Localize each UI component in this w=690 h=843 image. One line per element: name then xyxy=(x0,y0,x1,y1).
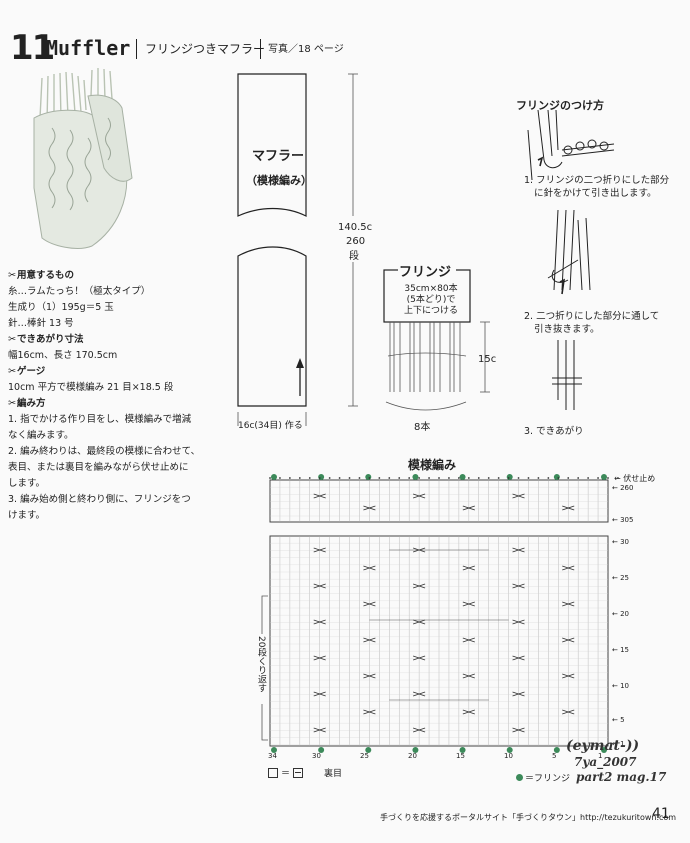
fringe-step-2: 2. 二つ折りにした部分に通して 引き抜きます。 xyxy=(524,311,660,335)
width-label: 16c(34目) 作る xyxy=(238,421,303,431)
text-line: 針…棒針 13 号 xyxy=(8,318,74,329)
footer-text: 手づくりを応援するポータルサイト「手づくりタウン」http://tezukuri… xyxy=(380,813,677,822)
text-line: 1. 指でかける作り目をし、模様編みで増減 xyxy=(8,414,192,425)
muffler-photo xyxy=(33,68,133,249)
page-header: 11 Muffler フリンジつきマフラー 写真／18 ページ xyxy=(0,28,690,68)
col-label: 10 xyxy=(504,752,513,760)
text-line: 10cm 平方で模様編み 21 目×18.5 段 xyxy=(8,382,174,393)
col-label: 25 xyxy=(360,752,369,760)
fringe-step-3: 3. できあがり xyxy=(524,426,584,437)
text-line: けます。 xyxy=(8,510,46,521)
repeat-bracket xyxy=(261,595,268,741)
muffler-label: マフラー xyxy=(252,149,305,164)
chart-legend: ＝ 裏目 xyxy=(268,766,342,779)
col-label: 30 xyxy=(312,752,321,760)
section-heading: できあがり寸法 xyxy=(8,332,236,348)
cable-marks xyxy=(313,493,575,733)
row-label: ← 305 xyxy=(612,516,634,524)
text-line: 2. 編み終わりは、最終段の模様に合わせて、 xyxy=(8,446,201,457)
watermark-line: part2 mag.17 xyxy=(576,770,667,784)
row-label: ← 15 xyxy=(612,646,630,654)
fringe-note: 35cm×80本 (5本どり)で 上下につける xyxy=(403,284,458,316)
row-label: ← 5 xyxy=(612,716,625,724)
repeat-label: 20段くり返す xyxy=(256,636,266,693)
rows-label: 260 xyxy=(346,236,366,247)
row-label: ← 10 xyxy=(612,682,630,690)
col-label: 20 xyxy=(408,752,417,760)
project-title: Muffler xyxy=(46,36,131,60)
text-line: 生成り（1）195g＝5 玉 xyxy=(8,302,114,313)
section-heading: 用意するもの xyxy=(8,268,236,284)
purl-symbol xyxy=(293,767,304,778)
fringe-steps-title: フリンジのつけ方 xyxy=(516,99,604,112)
muffler-schematic xyxy=(237,73,358,426)
fringe-schematic xyxy=(383,260,490,411)
photo-reference: 写真／18 ページ xyxy=(268,44,344,55)
pattern-chart xyxy=(269,474,619,753)
project-subtitle: フリンジつきマフラー xyxy=(145,42,266,56)
length-label: 140.5c xyxy=(338,222,373,233)
text-line: 糸…ラムたっち！（極太タイプ） xyxy=(8,286,151,297)
section-heading: ゲージ xyxy=(8,364,236,380)
text-line: 表目、または裏目を編みながら伏せ止めに xyxy=(8,462,189,473)
divider xyxy=(260,39,261,59)
chart-grid xyxy=(269,479,609,747)
watermark-line: (eymat-)) xyxy=(566,738,640,754)
knit-symbol xyxy=(268,767,278,778)
divider xyxy=(136,39,137,59)
text-line: なく編みます。 xyxy=(8,430,74,441)
col-label: 15 xyxy=(456,752,465,760)
materials-section: 用意するもの 糸…ラムたっち！（極太タイプ） 生成り（1）195g＝5 玉 針…… xyxy=(8,268,236,524)
fringe-legend: ＝フリンジ xyxy=(516,771,570,784)
rows-unit: 段 xyxy=(349,251,359,262)
section-heading: 編み方 xyxy=(8,396,236,412)
col-label: 5 xyxy=(552,752,557,760)
row-label: ← 30 xyxy=(612,538,630,546)
row-label: ← 25 xyxy=(612,574,630,582)
fringe-dots xyxy=(269,474,619,753)
text-line: 幅16cm、長さ 170.5cm xyxy=(8,350,118,361)
chart-title: 模様編み xyxy=(408,458,457,472)
fringe-steps-illustration xyxy=(527,110,615,410)
project-number: 11 xyxy=(10,28,55,68)
col-label: 1 xyxy=(598,752,603,760)
row-label: ← 260 xyxy=(612,484,634,492)
fringe-length: 15c xyxy=(478,354,497,365)
text-line: 3. 編み始め側と終わり側に、フリンジをつ xyxy=(8,494,191,505)
watermark-line: 7ya_2007 xyxy=(574,755,637,769)
text-line: します。 xyxy=(8,478,46,489)
page-number: 41 xyxy=(652,806,670,822)
fringe-count: 8本 xyxy=(414,422,431,433)
col-label: 34 xyxy=(268,752,277,760)
bind-off-label: ← 伏せ止め xyxy=(614,474,656,483)
row-label: ← 1 xyxy=(612,740,625,748)
fringe-step-1: 1. フリンジの二つ折りにした部分 に針をかけて引き出します。 xyxy=(524,175,670,199)
pattern-label: （模様編み） xyxy=(246,174,312,187)
row-label: ← 20 xyxy=(612,610,630,618)
fringe-title: フリンジ xyxy=(399,265,452,280)
fringe-dot-icon xyxy=(516,774,523,781)
